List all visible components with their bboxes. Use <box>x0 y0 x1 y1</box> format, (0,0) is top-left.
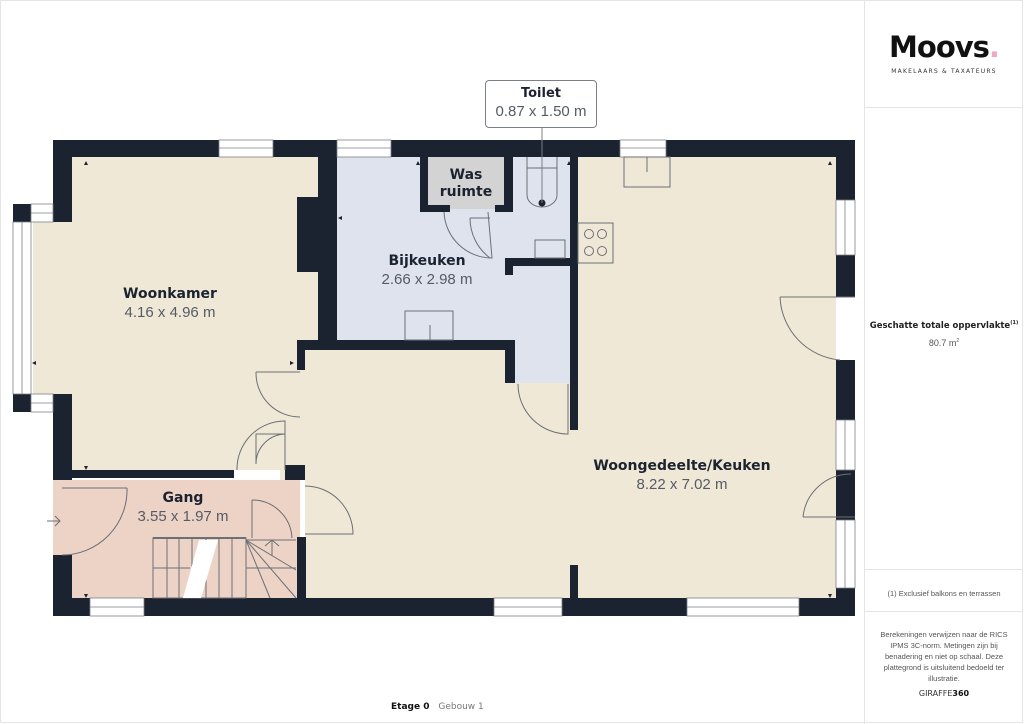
sink <box>404 310 454 341</box>
provider-prefix: GIRAFFE <box>918 689 953 698</box>
measure-markers <box>32 161 832 598</box>
room-wasruimte-fill <box>428 157 504 209</box>
fixtures <box>152 128 671 599</box>
brand-logo: Moovs. <box>865 30 1023 64</box>
door <box>236 420 286 471</box>
room-dimensions: 8.22 x 7.02 m <box>636 476 728 493</box>
window <box>835 519 856 589</box>
area-title: Geschatte totale oppervlakte(1) <box>865 320 1023 331</box>
room-bijkeuken-fill <box>337 157 570 383</box>
door <box>802 473 855 518</box>
door <box>469 217 491 259</box>
logo-cell <box>865 0 1023 108</box>
door-entrance <box>61 487 128 556</box>
room-dimensions: 4.16 x 4.96 m <box>124 304 216 321</box>
room-name: Woongedeelte/Keuken <box>593 458 771 474</box>
floor-level: Etage 0 <box>391 702 430 712</box>
room-label-woonkamer: Woonkamer 4.16 x 4.96 m <box>90 286 250 322</box>
room-dimensions: 3.55 x 1.97 m <box>137 508 229 525</box>
footnote-cell <box>865 570 1023 612</box>
room-label-gang: Gang 3.55 x 1.97 m <box>113 490 253 526</box>
stairs <box>152 537 297 599</box>
footnote-mark: (1) <box>1010 320 1019 326</box>
window <box>835 199 856 256</box>
room-name: Toilet <box>520 86 561 101</box>
door <box>517 383 569 435</box>
door <box>779 296 855 361</box>
door <box>255 371 301 418</box>
room-woongedeelte-fill <box>305 157 836 598</box>
door <box>304 485 354 535</box>
entrance-arrow-icon <box>47 515 61 527</box>
room-name-line1: Was <box>449 167 483 183</box>
window <box>336 139 392 158</box>
brand-dot: . <box>988 30 1000 64</box>
room-woonkamer-fill <box>33 157 318 470</box>
provider-suffix: 360 <box>952 689 970 698</box>
room-label-bijkeuken: Bijkeuken 2.66 x 2.98 m <box>347 253 507 289</box>
room-name: Woonkamer <box>123 286 217 302</box>
floor-indicator: Etage 0 Gebouw 1 <box>391 702 484 712</box>
floor-plan <box>12 128 856 617</box>
brand-name: Moovs <box>889 30 990 64</box>
building-label: Gebouw 1 <box>438 702 484 712</box>
brand-tagline: MAKELAARS & TAXATEURS <box>891 68 997 75</box>
door <box>251 499 293 539</box>
footnote-text: (1) Exclusief balkons en terrassen <box>887 589 1001 598</box>
window <box>835 419 856 471</box>
area-title-text: Geschatte totale oppervlakte <box>869 320 1011 331</box>
area-unit-sup: 2 <box>956 338 960 344</box>
door <box>255 433 286 465</box>
area-number: 80.7 m <box>928 338 957 348</box>
provider-logo: GIRAFFE360 <box>865 689 1023 698</box>
room-fills <box>33 157 836 598</box>
disclaimer-text: Berekeningen verwijzen naar de RICS IPMS… <box>880 630 1008 683</box>
area-value: 80.7 m2 <box>865 338 1023 348</box>
area-cell <box>865 108 1023 570</box>
room-dimensions: 0.87 x 1.50 m <box>495 103 587 120</box>
window <box>218 139 274 158</box>
window <box>619 139 667 158</box>
room-name-line2: ruimte <box>439 184 493 200</box>
room-label-wasruimte: Was ruimte <box>428 167 504 201</box>
stove <box>577 222 614 264</box>
room-name: Gang <box>162 490 204 506</box>
windows <box>12 139 856 617</box>
door <box>443 211 493 259</box>
room-label-woongedeelte: Woongedeelte/Keuken 8.22 x 7.02 m <box>572 458 792 494</box>
room-name: Bijkeuken <box>388 253 466 269</box>
room-dimensions: 2.66 x 2.98 m <box>381 271 473 288</box>
doors <box>61 211 855 556</box>
sink <box>534 239 566 259</box>
room-label-toilet: Toilet 0.87 x 1.50 m <box>485 80 597 128</box>
info-sidebar: Moovs. MAKELAARS & TAXATEURS Geschatte t… <box>864 0 1024 724</box>
